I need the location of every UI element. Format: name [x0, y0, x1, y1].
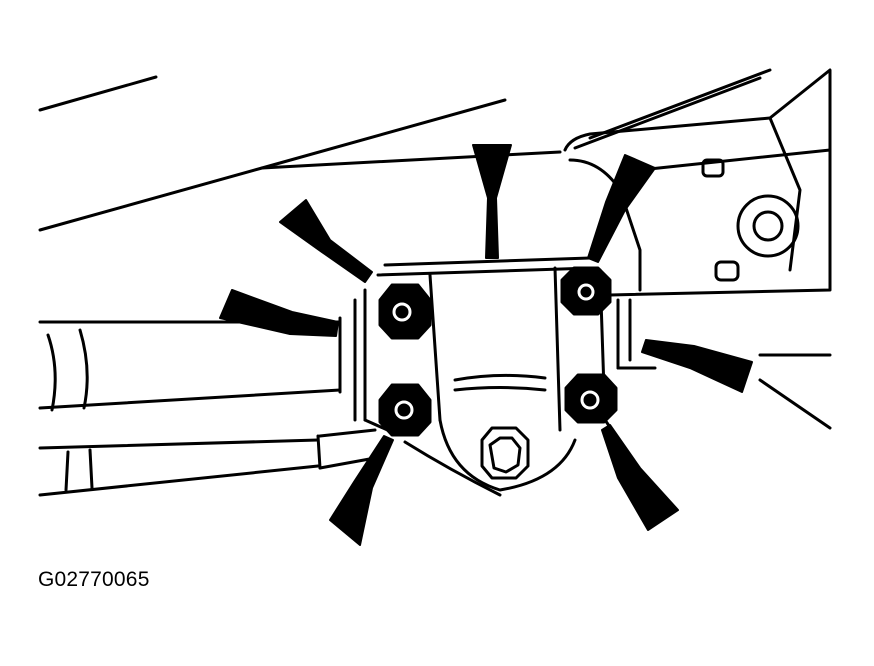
arrow-top-left	[279, 199, 373, 283]
bolt-center	[480, 426, 530, 480]
mounting-bracket	[353, 256, 614, 497]
figure-id-label: G02770065	[38, 568, 150, 591]
arrow-bottom-right	[601, 424, 679, 531]
bolt-top-left	[378, 283, 432, 340]
arrow-left	[219, 289, 339, 337]
frame-rail	[563, 68, 832, 297]
bolt-bottom-left	[378, 383, 432, 437]
arrow-top-right	[587, 154, 656, 263]
arrow-right	[641, 339, 753, 393]
arrow-top-center	[472, 144, 512, 259]
arrow-bottom-left	[329, 435, 394, 546]
background-frame-lines	[38, 68, 832, 232]
bolt-top-right	[560, 266, 612, 316]
right-flange	[616, 298, 832, 430]
lower-rod	[38, 428, 377, 497]
bolt-bottom-right	[564, 373, 618, 424]
